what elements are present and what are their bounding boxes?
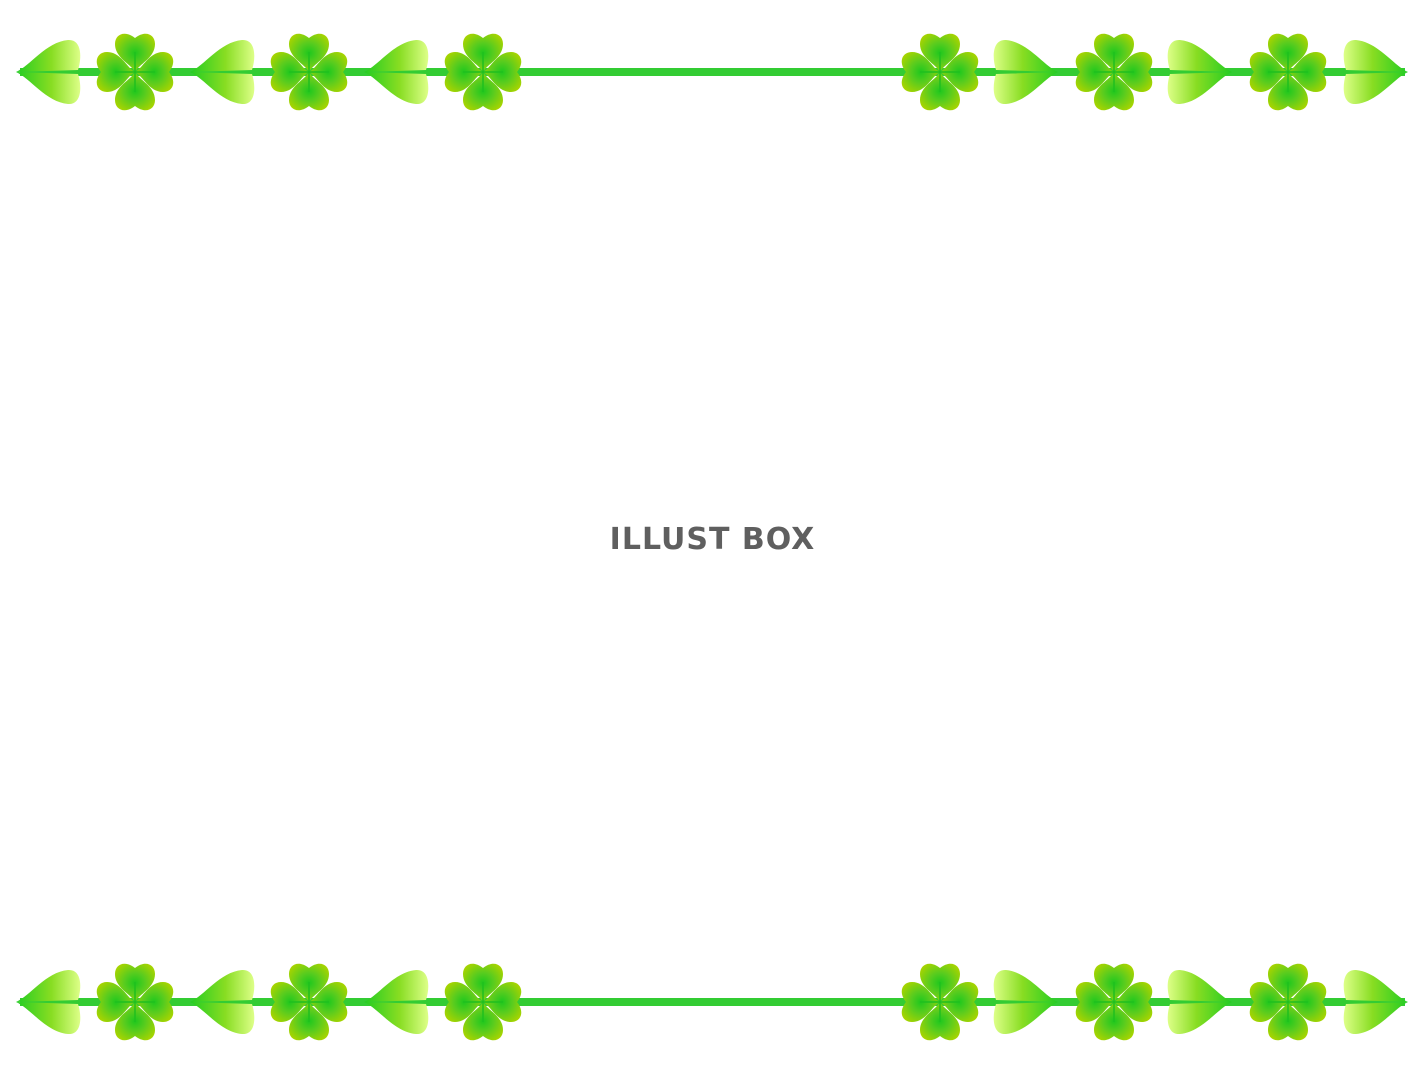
clover-icon <box>0 22 1425 122</box>
clover-icon <box>0 952 1425 1052</box>
top-clover-border <box>0 22 1425 122</box>
bottom-clover-border <box>0 952 1425 1052</box>
watermark-text: ILLUST BOX <box>609 522 816 557</box>
